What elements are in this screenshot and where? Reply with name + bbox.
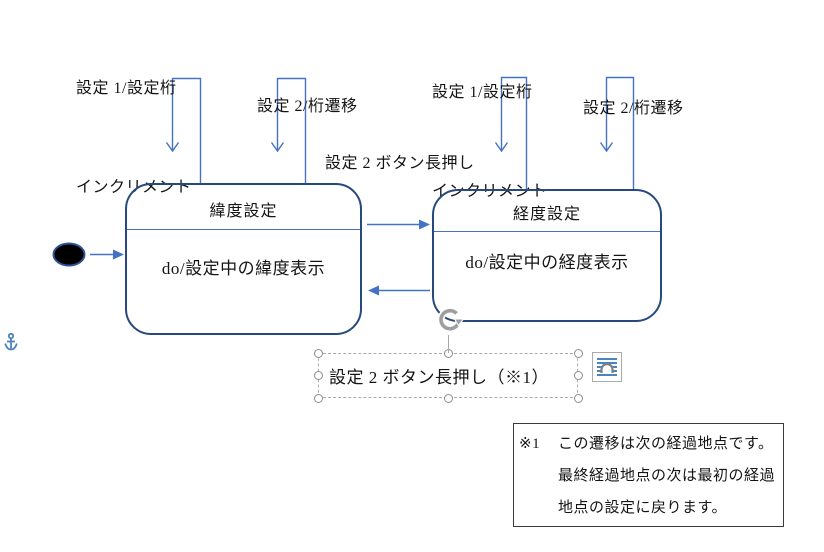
forward-transition-label[interactable]: 設定 2 ボタン長押し bbox=[325, 147, 475, 180]
selection-handle-bottom-right[interactable] bbox=[573, 393, 583, 403]
initial-transition-arrow[interactable] bbox=[90, 249, 124, 260]
self-transition-loop-3[interactable] bbox=[494, 76, 528, 190]
loop3-event-label[interactable]: 設定 1/設定桁 インクリメント bbox=[432, 10, 548, 274]
selected-textbox-text: 設定 2 ボタン長押し（※1） bbox=[329, 368, 549, 387]
forward-transition-arrow[interactable] bbox=[367, 219, 430, 230]
state-longitude[interactable]: 経度設定 do/設定中の経度表示 bbox=[432, 189, 662, 322]
forward-transition-text: 設定 2 ボタン長押し bbox=[325, 155, 475, 172]
loop2-event-label[interactable]: 設定 2/桁遷移 bbox=[257, 24, 357, 189]
selection-handle-middle-left[interactable] bbox=[313, 371, 323, 380]
loop4-event-line1: 設定 2/桁遷移 bbox=[583, 100, 684, 117]
selection-handle-middle-right[interactable] bbox=[573, 371, 583, 380]
loop1-event-line1: 設定 1/設定桁 bbox=[76, 80, 177, 97]
footnote-marker: ※1 bbox=[519, 436, 541, 452]
loop4-event-label[interactable]: 設定 2/桁遷移 bbox=[583, 26, 683, 191]
self-transition-loop-1[interactable] bbox=[165, 77, 202, 184]
state-latitude[interactable]: 緯度設定 do/設定中の緯度表示 bbox=[125, 183, 362, 335]
selection-handle-bottom-center[interactable] bbox=[443, 393, 453, 403]
anchor-icon[interactable] bbox=[3, 332, 21, 354]
layout-options-icon bbox=[597, 358, 617, 376]
rotate-handle-stem bbox=[447, 335, 449, 353]
state-longitude-title: 経度設定 bbox=[434, 191, 660, 232]
layout-options-button[interactable] bbox=[592, 352, 622, 382]
self-transition-loop-4[interactable] bbox=[599, 76, 635, 190]
initial-state-dot[interactable] bbox=[52, 242, 86, 267]
loop3-event-line1: 設定 1/設定桁 bbox=[432, 84, 533, 101]
self-transition-loop-2[interactable] bbox=[270, 77, 307, 184]
selection-handle-top-right[interactable] bbox=[573, 348, 583, 358]
state-latitude-activity: do/設定中の緯度表示 bbox=[161, 259, 326, 278]
selected-textbox[interactable]: 設定 2 ボタン長押し（※1） bbox=[313, 348, 583, 403]
state-latitude-title: 緯度設定 bbox=[127, 185, 360, 230]
return-transition-arrow[interactable] bbox=[368, 285, 430, 296]
rotate-handle-icon[interactable] bbox=[435, 305, 465, 335]
footnote-line2: 最終経過地点の次は最初の経過 bbox=[558, 468, 776, 484]
state-longitude-activity: do/設定中の経度表示 bbox=[465, 253, 629, 272]
loop3-event-line2: インクリメント bbox=[432, 183, 548, 200]
selection-handle-bottom-left[interactable] bbox=[313, 393, 323, 403]
selection-handle-top-left[interactable] bbox=[313, 348, 323, 358]
loop2-event-line1: 設定 2/桁遷移 bbox=[257, 98, 358, 115]
footnote-line3: 地点の設定に戻ります。 bbox=[558, 500, 728, 516]
